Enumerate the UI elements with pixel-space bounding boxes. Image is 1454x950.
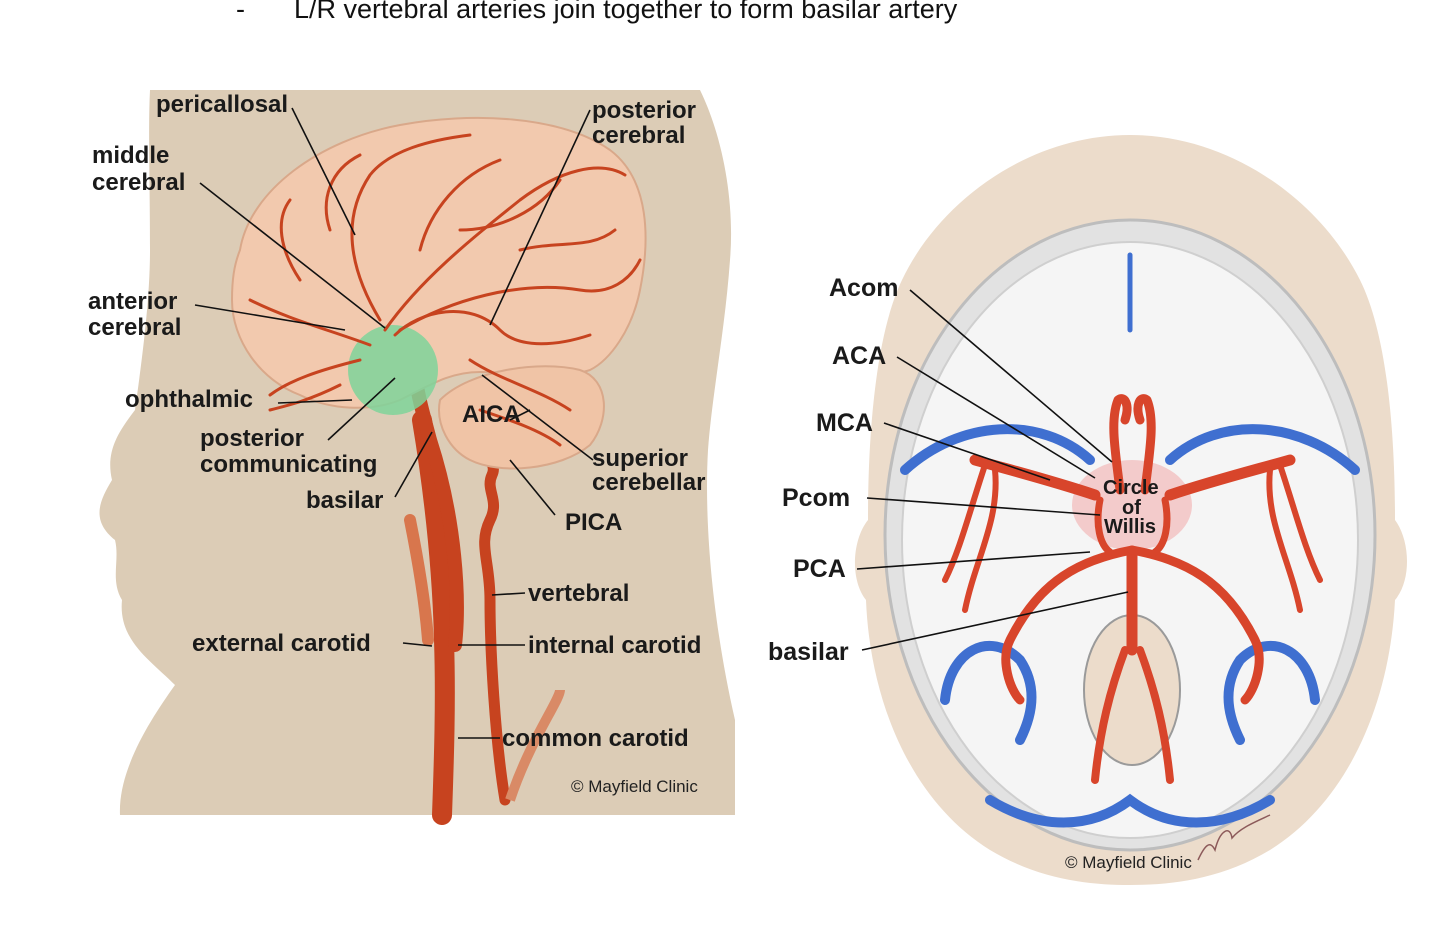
label-pca: PCA (793, 555, 846, 583)
label-aica: AICA (462, 401, 521, 428)
label-internal-carotid: internal carotid (528, 632, 701, 659)
venous-sinuses (900, 252, 1360, 828)
label-circle-of-willis-line3: Willis (1104, 516, 1156, 538)
label-posterior-cerebral-line2: cerebral (592, 122, 685, 149)
label-circle-of-willis-line2: of (1122, 497, 1141, 519)
left-leader-lines (194, 107, 594, 739)
cortical-arteries (248, 133, 642, 447)
label-mca: MCA (816, 409, 873, 437)
left-figure: pericallosal middle cerebral posterior c… (88, 90, 735, 825)
right-leader-lines (856, 289, 1129, 651)
header-bullet: - (236, 0, 245, 24)
right-arteries (942, 394, 1323, 784)
label-basilar-left: basilar (306, 487, 383, 514)
cerebellum (438, 365, 605, 470)
label-middle-cerebral-line1: middle (92, 142, 169, 169)
label-circle-of-willis-line1: Circle (1103, 477, 1159, 499)
header-bullet-text: - L/R vertebral arteries join together to… (236, 0, 957, 25)
label-ophthalmic: ophthalmic (125, 386, 253, 413)
label-aca: ACA (832, 342, 886, 370)
label-superior-cerebellar-line1: superior (592, 445, 688, 472)
header-text: L/R vertebral arteries join together to … (294, 0, 958, 24)
label-posterior-communicating-line1: posterior (200, 425, 304, 452)
label-superior-cerebellar-line2: cerebellar (592, 469, 705, 496)
label-middle-cerebral-line2: cerebral (92, 169, 185, 196)
label-acom: Acom (829, 274, 898, 302)
label-pica: PICA (565, 509, 622, 536)
circle-of-willis-highlight (348, 325, 438, 415)
cerebrum (230, 116, 647, 409)
label-basilar-right: basilar (768, 638, 849, 666)
label-posterior-communicating-line2: communicating (200, 451, 377, 478)
label-vertebral: vertebral (528, 580, 629, 607)
vertebral-artery-lower (505, 689, 565, 802)
label-anterior-cerebral-line2: cerebral (88, 314, 181, 341)
label-anterior-cerebral-line1: anterior (88, 288, 177, 315)
copyright-left: © Mayfield Clinic (571, 777, 698, 796)
label-common-carotid: common carotid (502, 725, 689, 752)
label-external-carotid: external carotid (192, 630, 371, 657)
artist-signature (1197, 814, 1271, 861)
common-carotid-artery (412, 410, 455, 825)
label-pcom: Pcom (782, 484, 850, 512)
copyright-right: © Mayfield Clinic (1065, 853, 1192, 872)
right-figure: Acom ACA MCA Pcom PCA basilar Circle of … (768, 135, 1408, 885)
external-carotid-artery (404, 514, 434, 646)
label-pericallosal: pericallosal (156, 91, 288, 118)
label-posterior-cerebral-line1: posterior (592, 97, 696, 124)
